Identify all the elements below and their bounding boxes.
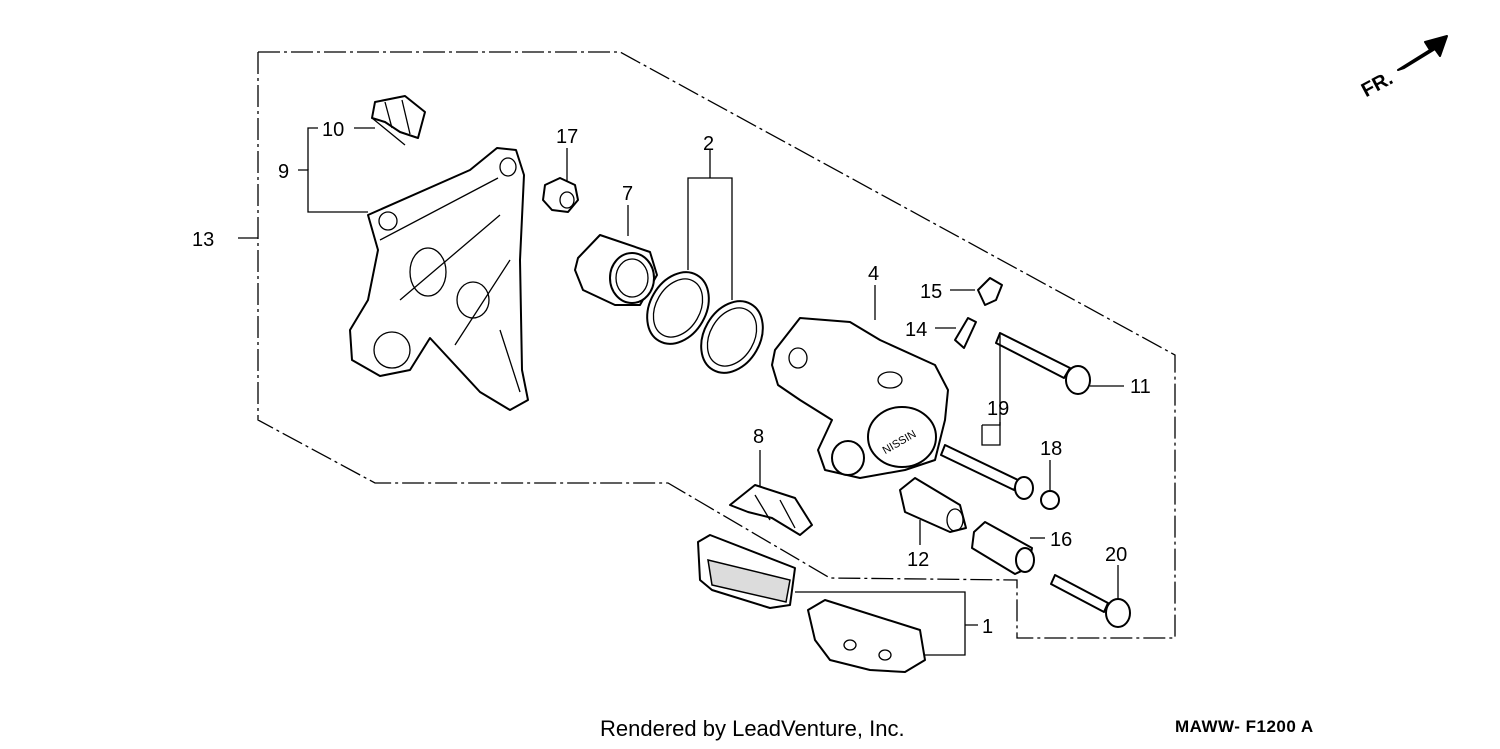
pad-retainer — [729, 484, 813, 536]
callout-11: 11 — [1130, 376, 1151, 398]
caliper-bracket — [349, 147, 529, 411]
caliper-sleeve — [971, 521, 1035, 575]
callout-10: 10 — [322, 119, 344, 141]
callout-19: 19 — [987, 398, 1009, 420]
pad-pin-plug — [1040, 490, 1060, 510]
callout-7: 7 — [622, 183, 633, 205]
front-direction-arrow-icon: FR. — [1358, 35, 1448, 102]
callout-2: 2 — [703, 133, 714, 155]
callout-labels: 13 9 10 17 7 2 4 15 14 11 19 18 8 12 16 … — [192, 119, 1151, 638]
brake-pad-set — [697, 534, 926, 673]
callout-9: 9 — [278, 161, 289, 183]
bracket-bolt — [1050, 574, 1131, 628]
callout-15: 15 — [920, 281, 942, 303]
callout-14: 14 — [905, 319, 927, 341]
callout-1: 1 — [982, 616, 993, 638]
pad-spring-clip — [371, 95, 426, 146]
callout-13: 13 — [192, 229, 214, 251]
bleeder-screw — [954, 317, 977, 349]
callout-4: 4 — [868, 263, 879, 285]
footer-credit: Rendered by LeadVenture, Inc. — [600, 716, 905, 741]
front-direction-label: FR. — [1358, 67, 1397, 102]
piston — [574, 234, 658, 306]
callout-8: 8 — [753, 426, 764, 448]
bleeder-cap — [542, 177, 579, 213]
callout-12: 12 — [907, 549, 929, 571]
callout-20: 20 — [1105, 544, 1127, 566]
callout-16: 16 — [1050, 529, 1072, 551]
diagram-code: MAWW- F1200 A — [1175, 717, 1314, 736]
callout-18: 18 — [1040, 438, 1062, 460]
leader-lines — [238, 127, 1124, 656]
caliper-pin-bolt — [995, 332, 1091, 395]
piston-seal-set — [646, 271, 764, 374]
pin-boot — [899, 477, 967, 533]
pad-pin — [940, 444, 1034, 500]
bleeder-screw-cap — [977, 277, 1003, 306]
assembly-boundary — [257, 51, 1176, 639]
callout-17: 17 — [556, 126, 578, 148]
caliper-body: NISSIN — [771, 317, 949, 479]
